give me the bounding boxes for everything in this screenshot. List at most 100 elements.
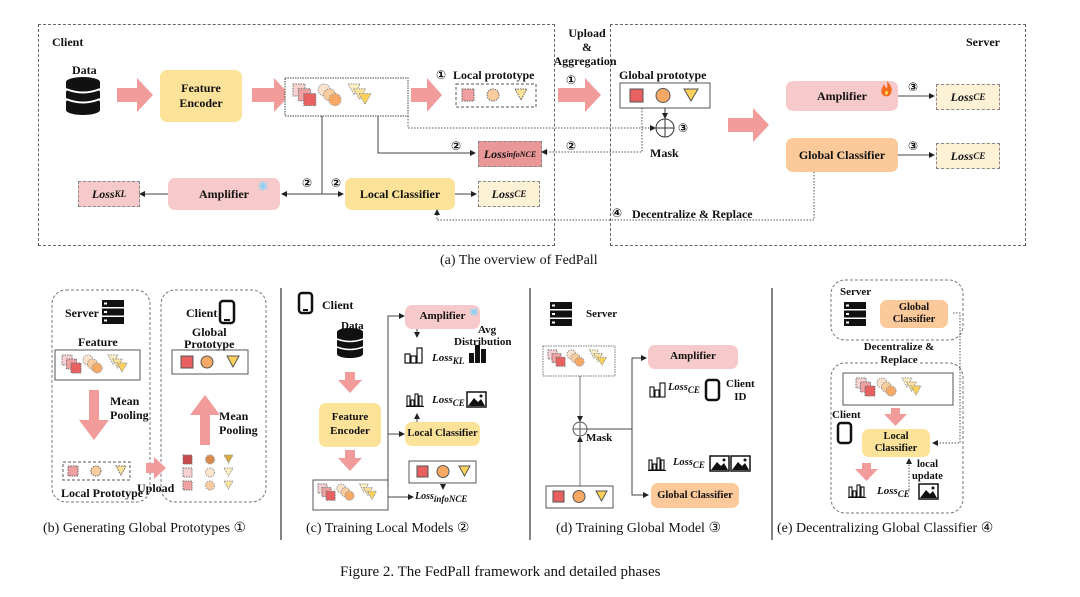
client-region [38, 24, 555, 246]
amplifier-server: Amplifier [786, 81, 898, 111]
feature-square [70, 362, 82, 374]
arrow-down-e2 [855, 463, 878, 481]
panel-b-global-prototype-box [171, 349, 249, 375]
feature-triangle [366, 490, 378, 501]
feature-square [555, 356, 566, 367]
feature-triangle [358, 483, 370, 494]
panel-d-amplifier: Amplifier [648, 345, 738, 369]
feature-triangle [910, 385, 922, 397]
feature-square [317, 483, 328, 494]
panel-b-feature-box [54, 349, 141, 381]
panel-c-feature-box [312, 479, 389, 511]
local-classifier: Local Classifier [345, 178, 455, 210]
panel-b-local-prototype-box [62, 461, 131, 481]
phone-icon [218, 299, 236, 325]
panel-c-global-proto-box [408, 460, 477, 484]
grid-triangle [223, 454, 234, 465]
feature-glyphs [61, 354, 128, 374]
upload-arrow [146, 457, 166, 479]
step-1-local: ① [436, 68, 447, 82]
feature-glyphs [547, 349, 608, 367]
feature-triangle [107, 354, 119, 366]
database-icon [336, 328, 364, 358]
feature-triangle [588, 349, 600, 360]
feature-triangle [362, 487, 374, 497]
arrow-down-e1 [884, 408, 907, 426]
panel-e-caption: (e) Decentralizing Global Classifier ④ [777, 521, 994, 536]
panel-c-amplifier: Amplifier [405, 305, 480, 329]
panel-d-global-classifier: Global Classifier [651, 483, 739, 508]
grid-circle [205, 454, 215, 465]
arrow-upload [558, 78, 601, 112]
image-icon [730, 455, 751, 472]
image-icon [709, 455, 730, 472]
panel-e-loss-ce: LossCE [877, 485, 910, 500]
panel-d-server-label: Server [586, 308, 618, 320]
step-4: ④ [612, 206, 623, 220]
feature-triangle [592, 353, 604, 363]
panel-d-caption: (d) Training Global Model ③ [556, 521, 721, 536]
feature-circle [340, 487, 351, 498]
panel-c-caption: (c) Training Local Models ② [306, 521, 470, 536]
panel-c-data-label: Data [341, 320, 364, 332]
panel-b-server-label: Server [65, 306, 99, 320]
arrow-down-c2 [338, 450, 362, 471]
step-3-gcls: ③ [908, 139, 919, 153]
grid-circle [205, 467, 215, 478]
panel-b-client-label: Client [186, 306, 218, 320]
server-icon [550, 302, 572, 326]
panel-b-feature-label: Feature [78, 335, 118, 349]
feature-square [66, 358, 77, 370]
panel-b-client-region [160, 289, 267, 503]
grid-square [182, 480, 193, 491]
feature-circle [881, 381, 892, 393]
server-icon [844, 302, 866, 326]
panel-c-loss-ce: LossCE [432, 394, 465, 409]
feature-circle [566, 349, 577, 360]
mean-pooling-down-arrow [79, 390, 109, 440]
feature-glyphs [855, 377, 922, 397]
feature-triangle [116, 362, 128, 374]
panel-e-client-label: Client [832, 409, 861, 421]
feature-square [551, 353, 562, 364]
step-3-amp: ③ [908, 80, 919, 94]
feature-square [61, 354, 73, 366]
feature-square [864, 385, 876, 397]
panel-d-mask-label: Mask [586, 432, 613, 444]
feature-circle [574, 356, 585, 367]
panel-d-global-proto-box [545, 485, 614, 509]
feature-circle [91, 362, 103, 374]
grid-triangle [223, 467, 234, 478]
grid-triangle [223, 480, 234, 491]
feature-circle [570, 353, 581, 364]
amplifier-client: Amplifier [168, 178, 280, 210]
arrow-down-c1 [338, 372, 362, 393]
upload-aggregation-label: Upload & Aggregation [553, 26, 617, 68]
image-icon [466, 391, 487, 408]
step-1-upload: ① [566, 73, 577, 87]
feature-glyphs [317, 483, 378, 501]
feature-triangle [905, 381, 918, 393]
panel-a-caption: (a) The overview of FedPall [440, 253, 598, 268]
histogram-outline-icon [649, 382, 666, 398]
mask-op [572, 421, 588, 437]
panel-d-loss-ce-2: LossCE [673, 457, 705, 471]
step-2-server: ② [566, 139, 577, 153]
feature-circle [344, 490, 355, 501]
phone-icon [297, 291, 314, 315]
phone-icon [836, 421, 853, 445]
feature-triangle [596, 356, 608, 367]
local-prototype-label: Local prototype [453, 68, 535, 82]
phone-icon [704, 378, 721, 402]
panel-d-feature-box [542, 345, 616, 377]
mask-label: Mask [650, 146, 679, 160]
histogram-outline-icon [404, 347, 423, 364]
decentralize-replace-label: Decentralize & Replace [632, 207, 753, 221]
step-2-amp: ② [302, 176, 313, 190]
